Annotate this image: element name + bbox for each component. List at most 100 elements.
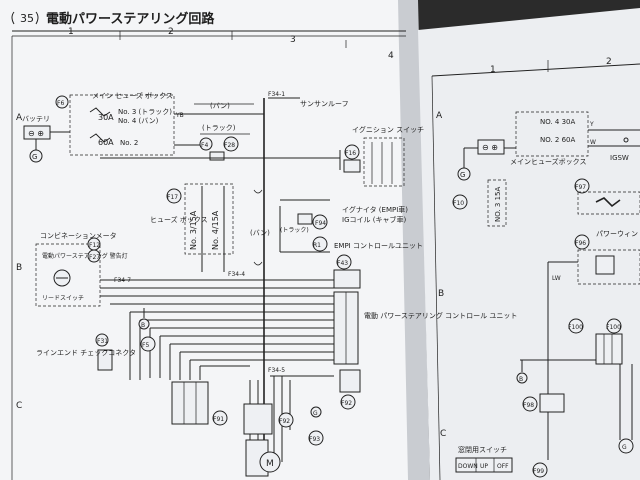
right-column-number-1: 1 — [490, 65, 496, 75]
fuse-30a: 30A — [98, 113, 114, 122]
svg-text:⊖ ⊕: ⊖ ⊕ — [28, 129, 44, 138]
sunroof-label: サンサンルーフ — [300, 100, 349, 108]
connector-f91: F91 — [213, 416, 224, 423]
fuse-no3-15a: No. 3/15A — [189, 210, 198, 250]
right-page-header: 1 2 A B C — [431, 57, 640, 480]
igniter-area: F94 イグナイタ (EMPI車) IGコイル (キャブ車) (トラック) R1 — [279, 199, 408, 253]
power-window-relay: F97 F96 パワーウィンド リレー LW — [547, 178, 640, 460]
right-wire-code-lw: LW — [552, 275, 561, 282]
svg-text:F100: F100 — [606, 324, 621, 331]
window-switch-label: 窓閉用スイッチ — [458, 445, 507, 454]
right-lower-connectors: F100 F100 B F98 G — [516, 318, 634, 454]
right-row-letter-c: C — [440, 429, 446, 439]
reed-switch-label: リードスイッチ — [42, 295, 84, 302]
connector-f31: R1 — [313, 242, 321, 249]
right-fuse-no2-60a: NO. 2 60A — [540, 136, 575, 144]
eps-control-unit: 電動 パワーステアリング コントロール ユニット F92 — [333, 291, 517, 410]
ground-symbols-left: B F5 G F93 — [138, 308, 324, 446]
right-wire-code-g: G — [622, 444, 627, 451]
connector-r1: F94 — [315, 220, 326, 227]
wire-code-yb: YB — [175, 112, 184, 119]
connector-f98: F98 — [523, 402, 534, 409]
connector-f5: F31 — [97, 338, 108, 345]
right-battery: ⊖ ⊕ G — [457, 139, 516, 181]
svg-text:F10: F10 — [453, 200, 464, 207]
connector-f43: F43 — [337, 260, 348, 267]
switch-position-off: OFF — [497, 463, 509, 470]
motor-symbol: M — [266, 459, 274, 469]
switch-position-up: UP — [480, 463, 488, 470]
truck-label: (トラック) — [202, 124, 236, 132]
right-column-number-2: 2 — [606, 57, 612, 67]
empi-control-unit: EMPI コントロールユニット F43 — [333, 242, 423, 289]
eps-control-unit-label: 電動 パワーステアリング コントロール ユニット — [364, 311, 517, 320]
svg-text:G: G — [460, 171, 465, 179]
right-main-fuse-box-label: メインヒューズボックス — [510, 157, 586, 166]
column-number-2: 2 — [168, 27, 174, 37]
connector-f99: F99 — [533, 468, 544, 475]
right-wire-code-y: Y — [589, 121, 594, 128]
right-fuse-no4-30a: NO. 4 30A — [540, 118, 575, 126]
connector-f100: F100 — [568, 324, 583, 331]
battery-label: バッテリ — [22, 115, 50, 123]
line-end-check-connector: F31 ラインエンド チェックコネクタ — [36, 333, 136, 371]
switch-position-down: DOWN — [458, 463, 478, 470]
svg-text:(バン): (バン) — [250, 229, 270, 237]
row-letters-left: A B C — [11, 36, 23, 480]
right-page — [418, 8, 640, 480]
empi-control-unit-label: EMPI コントロールユニット — [334, 242, 423, 250]
row-letter-a: A — [16, 113, 23, 123]
svg-text:F6: F6 — [57, 100, 64, 107]
eps-warning-light-label: 電動パワーステアリング 警告灯 — [42, 252, 128, 260]
connector-f28: F28 — [224, 142, 235, 149]
right-fuse-no3-15a: NO. 3 15A — [494, 187, 502, 222]
svg-text:G: G — [313, 410, 318, 417]
fuse-no3-truck: No. 3 (トラック) — [118, 108, 172, 116]
column-number-3: 3 — [290, 35, 296, 45]
ignition-switch: イグニション スイッチ F16 — [343, 125, 424, 187]
connector-f34-5: F34-5 — [268, 367, 285, 374]
svg-text:⊖ ⊕: ⊖ ⊕ — [482, 143, 498, 152]
ignition-switch-label: イグニション スイッチ — [352, 125, 424, 134]
combination-meter: コンビネーションメータ 電動パワーステアリング 警告灯 リードスイッチ F12 … — [35, 231, 131, 307]
ig-coil-label: IGコイル (キャブ車) — [342, 215, 406, 224]
top-wiring: F34-1 サンサンルーフ (バン) (トラック) F4 F28 — [100, 91, 349, 440]
fuse-no4-van: No. 4 (バン) — [118, 117, 159, 125]
connector-f34-4: F34-4 — [228, 271, 245, 278]
connector-f97: F97 — [575, 184, 586, 191]
row-letter-b: B — [16, 263, 22, 273]
right-row-letter-b: B — [438, 289, 444, 299]
van-label: (バン) — [210, 102, 230, 110]
right-wire-code-b: B — [519, 376, 523, 383]
connector-f27: F17 — [167, 194, 178, 201]
connector-f92: F92 — [341, 400, 352, 407]
connector-f4: F4 — [201, 142, 208, 149]
fuse-no4-15a: No. 4/15A — [211, 210, 220, 250]
bottom-connectors: F91 F92 M — [171, 381, 294, 477]
diagram-title: 電動パワーステアリング回路 — [46, 11, 215, 27]
connector-f17: F27 — [89, 254, 100, 261]
power-window-relay-label: パワーウィンド リレー — [596, 230, 640, 238]
battery: バッテリ ⊖ ⊕ G — [22, 115, 70, 163]
fuse-box-2: F17 ヒューズ ボックス No. 3/15A No. 4/15A F34-4 … — [150, 183, 270, 278]
column-number-1: 1 — [68, 27, 74, 37]
window-switch: 窓閉用スイッチ DOWN UP OFF F99 — [455, 445, 548, 478]
svg-text:(トラック): (トラック) — [280, 227, 309, 234]
connector-f96: F96 — [575, 240, 586, 247]
combination-meter-label: コンビネーションメータ — [40, 231, 117, 240]
connector-f34-1: F34-1 — [268, 91, 285, 98]
row-letter-c: C — [16, 401, 22, 411]
right-main-fuse-box: NO. 4 30A NO. 2 60A メインヒューズボックス Y W IGSW — [510, 111, 640, 166]
main-fuse-box-label: メイン ヒューズ ボックス — [92, 91, 173, 100]
connector-f94: F93 — [309, 436, 320, 443]
column-number-4: 4 — [388, 51, 394, 61]
section-number: 35 — [20, 12, 34, 25]
fuse-60a: 60A — [98, 138, 114, 147]
left-page-header: 35 電動パワーステアリング回路 1 2 3 4 — [11, 11, 406, 61]
right-row-letter-a: A — [436, 111, 443, 121]
ground-symbol-battery: G — [32, 153, 37, 161]
main-fuse-box: メイン ヒューズ ボックス F6 No. 3 (トラック) No. 4 (バン)… — [55, 91, 184, 156]
connector-f16: F12 — [89, 242, 100, 249]
